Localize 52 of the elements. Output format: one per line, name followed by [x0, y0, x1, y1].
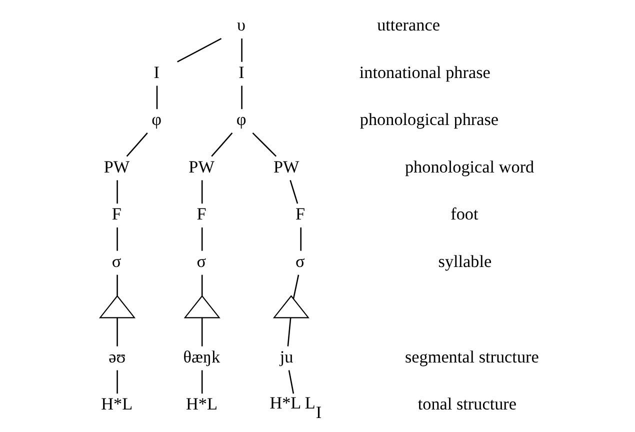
node-text: ju [280, 347, 294, 366]
node-text: PW [273, 157, 300, 176]
node-text: υ [236, 16, 246, 35]
connector [116, 180, 118, 204]
connector [211, 132, 233, 157]
node-text: F [196, 204, 206, 224]
label: syllable [438, 252, 492, 271]
node-text: PW [188, 157, 214, 176]
connector [290, 180, 298, 204]
label: segmental structure [404, 347, 539, 366]
node-text: φ [236, 110, 246, 130]
connector [116, 227, 118, 251]
connector [287, 318, 292, 346]
node-text: PW [104, 157, 130, 176]
connector [300, 227, 302, 251]
connector [116, 274, 118, 296]
label: foot [450, 204, 478, 224]
connector [201, 274, 203, 296]
node-text: σ [196, 252, 206, 271]
label: tonal structure [418, 394, 517, 414]
node-triangle [184, 295, 220, 318]
node-text: I [238, 62, 244, 82]
connector [201, 370, 203, 394]
connector [288, 370, 294, 394]
node-text: θæŋk [183, 347, 220, 366]
connector [241, 38, 242, 62]
connector [292, 274, 300, 299]
label: utterance [377, 16, 440, 35]
connector [252, 132, 277, 157]
node-text: əʊ [108, 347, 126, 366]
connector [116, 318, 118, 346]
node-text: F [295, 204, 306, 224]
node-text: φ [152, 110, 162, 130]
connector [116, 370, 118, 394]
label: phonological phrase [360, 110, 499, 130]
connector [156, 86, 158, 110]
node-text: σ [295, 252, 305, 271]
node-text: F [112, 204, 122, 224]
node-text: σ [112, 252, 122, 271]
label: intonational phrase [359, 62, 490, 82]
node-triangle [99, 295, 136, 318]
node-text: H*L [101, 394, 133, 414]
connector [201, 180, 203, 204]
connector [241, 86, 242, 110]
node-text: I [154, 62, 160, 82]
connector [126, 132, 148, 157]
connector [201, 227, 203, 251]
connector [177, 38, 222, 62]
node-triangle [272, 295, 310, 318]
label: phonological word [404, 157, 534, 176]
node-text: H*L [186, 394, 218, 414]
connector [201, 318, 203, 346]
